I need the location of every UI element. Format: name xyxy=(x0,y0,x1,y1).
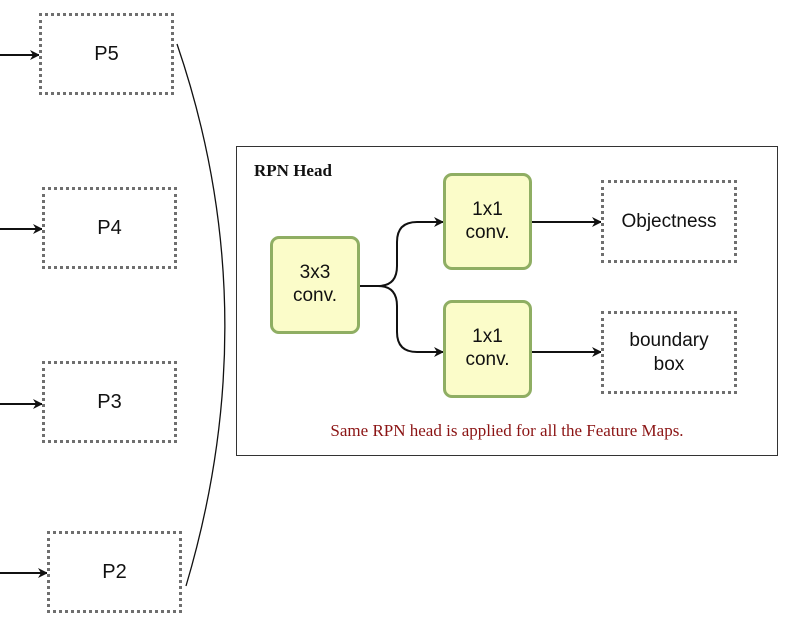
rpn-head-panel xyxy=(236,146,778,456)
arrow-conv3-to-bottom xyxy=(377,285,444,357)
conv-1x1-top-box: 1x1 conv. xyxy=(443,173,532,270)
feature-map-label: P5 xyxy=(94,42,119,65)
conv-3x3-box: 3x3 conv. xyxy=(270,236,360,334)
objectness-output-box: Objectness xyxy=(601,180,737,263)
conv-1x1-bottom-box: 1x1 conv. xyxy=(443,300,532,398)
feature-map-p4: P4 xyxy=(42,187,177,269)
feature-map-label: P2 xyxy=(102,560,127,583)
rpn-head-note: Same RPN head is applied for all the Fea… xyxy=(330,421,684,440)
arrow-conv3-to-top xyxy=(360,217,444,287)
feature-map-p2: P2 xyxy=(47,531,182,613)
feature-map-p5: P5 xyxy=(39,13,174,95)
rpn-head-title: RPN Head xyxy=(254,161,332,180)
feature-map-p3: P3 xyxy=(42,361,177,443)
feature-map-label: P4 xyxy=(97,216,122,239)
boundary-box-output-box: boundary box xyxy=(601,311,737,394)
bracket-curve xyxy=(176,43,226,587)
feature-map-label: P3 xyxy=(97,390,122,413)
